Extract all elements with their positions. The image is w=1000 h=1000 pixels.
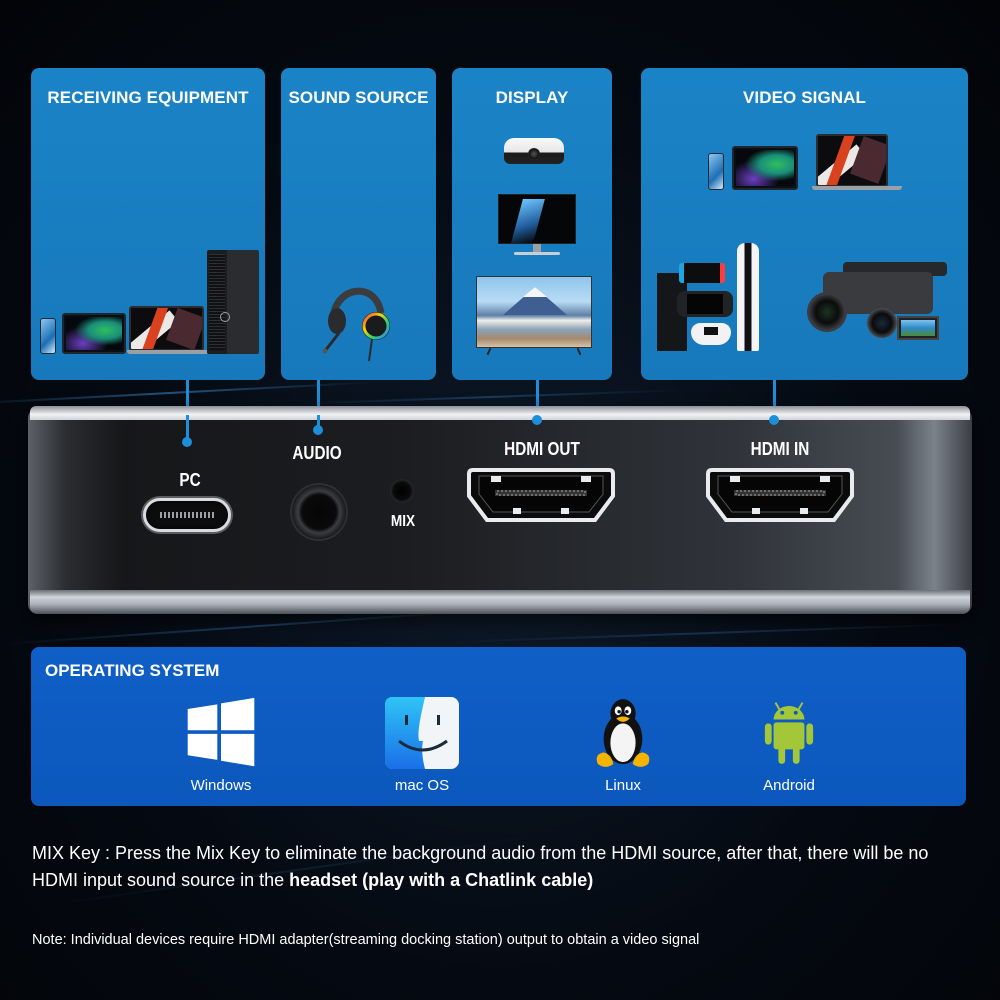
panel-title: SOUND SOURCE [288, 88, 429, 107]
panel-title: RECEIVING EQUIPMENT [47, 88, 249, 107]
panel-title: DISPLAY [495, 88, 569, 107]
monitor-image [498, 194, 576, 258]
panel-sound-source: SOUND SOURCE [281, 68, 436, 380]
device-top-edge [30, 406, 970, 420]
os-label: mac OS [394, 777, 450, 794]
connector-line-audio [317, 380, 320, 430]
connector-line-pc-tail [186, 415, 189, 440]
os-item-windows: Windows [161, 695, 281, 794]
hdmi-in-port[interactable] [706, 466, 854, 524]
device-bottom-edge [30, 590, 970, 614]
mix-key-button[interactable] [390, 479, 414, 503]
connector-dot-audio [313, 425, 323, 435]
windows-icon [181, 695, 261, 771]
port-label-hdmi-out: HDMI OUT [504, 439, 580, 459]
desktop-pc-image [207, 250, 259, 354]
connector-line-hdmi-in [773, 380, 776, 420]
operating-system-panel: OPERATING SYSTEM Windows [31, 647, 966, 806]
android-icon [749, 695, 829, 771]
os-item-linux: Linux [563, 695, 683, 794]
tv-image [476, 276, 594, 356]
os-label: Windows [190, 777, 252, 794]
light-streak [300, 389, 680, 405]
mix-key-bold-text: headset (play with a Chatlink cable) [289, 870, 594, 890]
connector-line-audio-tail [317, 415, 320, 427]
projector-image [504, 138, 564, 164]
connector-line-hdmi-out [536, 380, 539, 420]
panel-title: VIDEO SIGNAL [742, 88, 867, 107]
os-item-macos: mac OS [362, 695, 482, 794]
cameras-image [803, 256, 953, 348]
finder-icon [382, 695, 462, 771]
os-label: Android [763, 777, 815, 794]
tablet-image [62, 313, 126, 354]
port-label-pc: PC [179, 470, 201, 490]
hdmi-out-port[interactable] [467, 466, 615, 524]
panel-display: DISPLAY [452, 68, 612, 380]
panel-video-signal: VIDEO SIGNAL [641, 68, 968, 380]
mix-key-text: MIX Key : Press the Mix Key to eliminate… [32, 843, 929, 890]
connector-dot-pc [182, 437, 192, 447]
port-label-mix: MIX [390, 513, 416, 530]
laptop-image [812, 134, 904, 192]
os-panel-title: OPERATING SYSTEM [45, 661, 220, 680]
connector-dot-hdmi-in [769, 415, 779, 425]
connector-dot-hdmi-out [532, 415, 542, 425]
laptop-image [127, 306, 209, 354]
port-label-audio: AUDIO [292, 443, 342, 463]
usb-c-port[interactable] [143, 498, 231, 532]
note-text: Note: Individual devices require HDMI ad… [32, 932, 700, 948]
phone-image [40, 318, 56, 354]
panel-receiving-equipment: RECEIVING EQUIPMENT [31, 68, 265, 380]
phone-image [708, 153, 724, 190]
port-label-hdmi-in: HDMI IN [750, 439, 810, 459]
mix-key-description: MIX Key : Press the Mix Key to eliminate… [32, 840, 972, 894]
audio-jack-port[interactable] [290, 483, 348, 541]
os-label: Linux [605, 777, 641, 794]
game-consoles-image [657, 243, 769, 353]
light-streak [450, 622, 970, 644]
tux-icon [583, 695, 663, 771]
headset-image [319, 273, 399, 363]
tablet-image [732, 146, 798, 190]
os-item-android: Android [729, 695, 849, 794]
